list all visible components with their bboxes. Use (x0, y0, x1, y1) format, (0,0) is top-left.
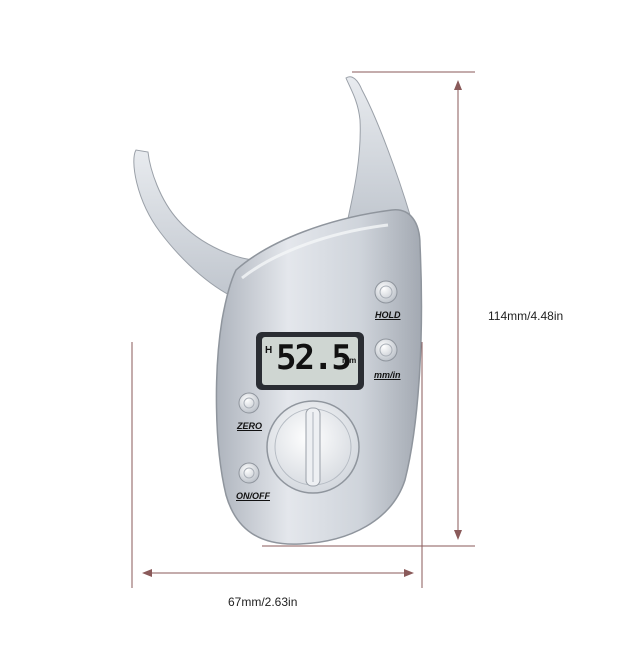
hold-button[interactable] (374, 280, 398, 304)
zero-button[interactable] (238, 392, 260, 414)
unit-toggle-label: mm/in (374, 370, 401, 380)
lcd-unit: mm (342, 356, 357, 365)
hold-label: HOLD (375, 310, 401, 320)
unit-toggle-button[interactable] (374, 338, 398, 362)
dimension-lines (131, 71, 475, 588)
lcd-mode-indicator: H (265, 345, 273, 356)
dimension-arrows (142, 80, 462, 577)
power-label: ON/OFF (236, 491, 270, 501)
lcd-reading: 52.5 (276, 338, 352, 378)
power-button[interactable] (238, 462, 260, 484)
zero-label: ZERO (237, 421, 263, 431)
right-jaw (344, 76, 411, 233)
lcd-screen (262, 337, 358, 385)
height-dimension-label: 114mm/4.48in (488, 309, 564, 323)
width-dimension-label: 67mm/2.63in (228, 595, 298, 609)
